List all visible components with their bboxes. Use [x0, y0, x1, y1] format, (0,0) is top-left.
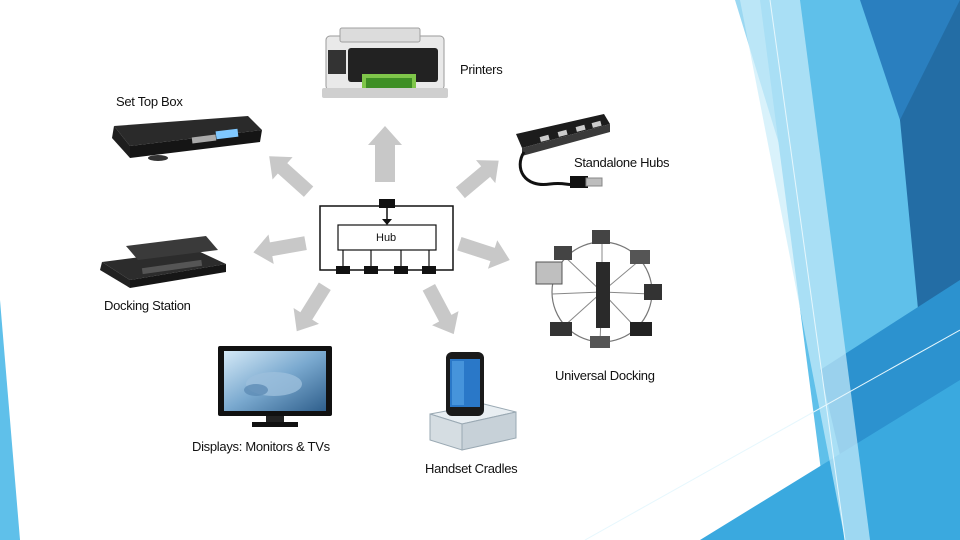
docking-station-icon [100, 236, 226, 288]
set-top-box-label: Set Top Box [116, 94, 183, 109]
hub-label: Hub [376, 232, 396, 244]
monitor-icon [218, 346, 332, 427]
universal-docking-label: Universal Docking [555, 368, 655, 383]
printers-label: Printers [460, 62, 503, 77]
arrow-set-top-box [269, 156, 314, 197]
universal-docking-icon [535, 230, 662, 348]
arrow-printers [368, 126, 402, 182]
arrow-handset-cradles [422, 283, 459, 335]
handset-cradles-label: Handset Cradles [425, 461, 518, 476]
displays-label: Displays: Monitors & TVs [192, 439, 330, 454]
arrow-universal-docking [457, 236, 510, 269]
docking-station-label: Docking Station [104, 298, 191, 313]
standalone-hubs-label: Standalone Hubs [574, 155, 670, 170]
printer-icon [322, 27, 448, 98]
arrow-displays [293, 282, 331, 332]
usb-hub-icon [516, 114, 610, 188]
arrow-standalone-hubs [455, 160, 499, 199]
set-top-box-icon [112, 116, 262, 161]
phone-cradle-icon [429, 352, 517, 451]
arrow-docking-station [253, 234, 307, 264]
